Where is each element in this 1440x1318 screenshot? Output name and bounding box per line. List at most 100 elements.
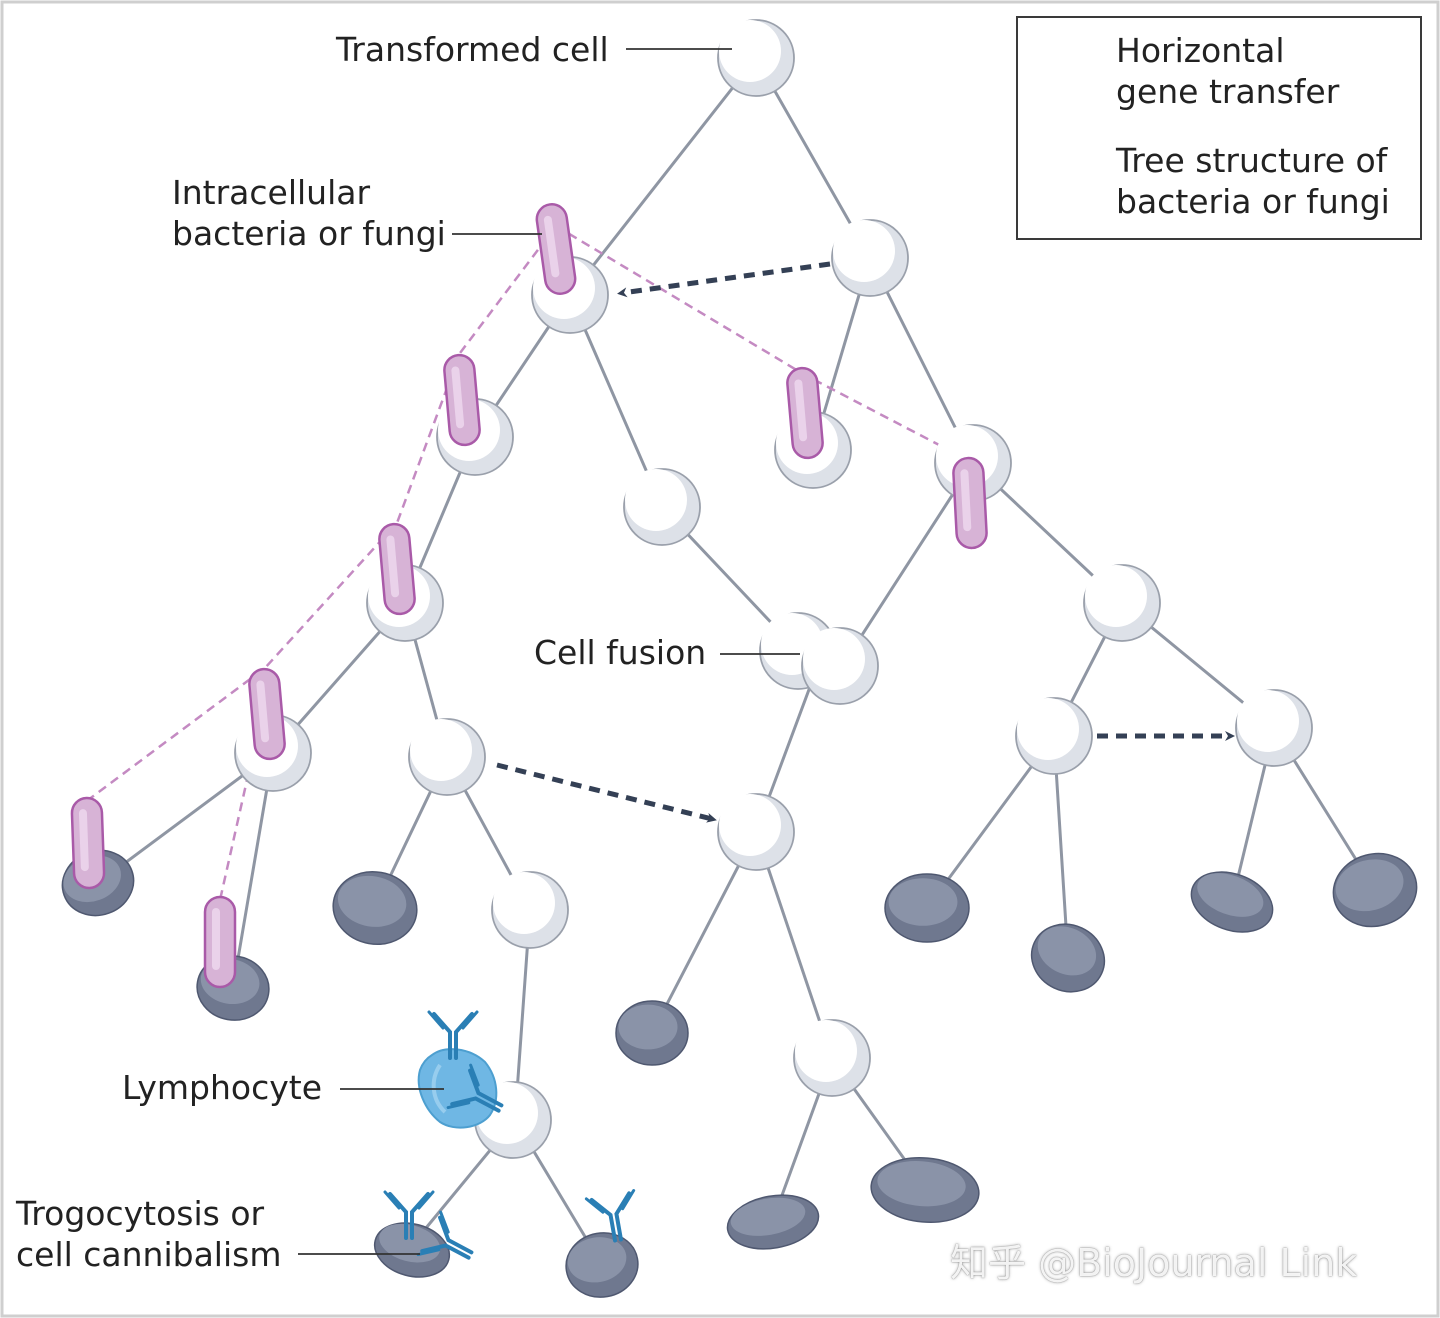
dark-cell-3: [615, 1000, 689, 1066]
label-intracellular-line1: Intracellular: [172, 173, 371, 212]
dark-cell-9: [1030, 923, 1106, 993]
bacterium-shine: [212, 908, 220, 970]
bacterium-shine: [451, 366, 465, 429]
antibody-left-arm: [420, 1243, 471, 1260]
bacterium-7: [203, 895, 237, 989]
dark-cell-top: [730, 1197, 806, 1236]
dark-cell-top: [1037, 926, 1097, 976]
dark-cell-top: [618, 1004, 678, 1050]
cell-14: [1235, 689, 1313, 767]
bacterium-2: [786, 366, 824, 460]
dark-cell-top: [1197, 873, 1264, 917]
cell-16: [491, 871, 569, 949]
antibody-4: [584, 1189, 636, 1243]
dark-terminal-cells: [61, 849, 1418, 1298]
bacterium-shine: [960, 469, 972, 532]
antibody-1: [446, 1063, 504, 1113]
cell-highlight: [833, 220, 895, 282]
antibody-left-arm: [450, 1096, 501, 1113]
label-trogocytosis: Trogocytosis or cell cannibalism: [16, 1193, 281, 1275]
dark-cell-10: [1190, 871, 1274, 933]
label-trogocytosis-line1: Trogocytosis or: [16, 1194, 265, 1233]
watermark: 知乎 @BioJournal Link: [950, 1241, 1358, 1285]
cell-highlight: [410, 719, 472, 781]
antibodies: [383, 1010, 636, 1260]
branch-0: [568, 56, 758, 297]
dark-cell-2: [332, 871, 418, 945]
label-lymphocyte: Lymphocyte: [122, 1068, 322, 1107]
antibody-left-arm: [388, 1192, 408, 1240]
dark-cell-7: [870, 1157, 980, 1223]
label-intracellular: Intracellular bacteria or fungi: [172, 172, 446, 254]
cell-12: [408, 718, 486, 796]
cell-13: [1015, 697, 1093, 775]
dark-cell-5: [565, 1232, 639, 1298]
cell-highlight: [625, 469, 687, 531]
branch-21: [754, 830, 834, 1060]
antibody-left-arm: [432, 1012, 452, 1060]
dark-cell-top: [337, 875, 407, 927]
antibody-left-arm: [589, 1197, 618, 1243]
antibody-right-arm: [468, 1068, 504, 1108]
label-trogocytosis-line2: cell cannibalism: [16, 1235, 282, 1274]
dark-cell-11: [1332, 852, 1418, 928]
cell-highlight: [1017, 698, 1079, 760]
branch-10: [231, 751, 275, 990]
cell-highlight: [719, 794, 781, 856]
antibody-right-arm: [614, 1191, 632, 1242]
bacterium-shine: [543, 215, 560, 278]
bacterium-shine: [78, 809, 89, 872]
cell-10: [801, 627, 879, 705]
bacterium-1: [443, 353, 481, 447]
intracellular-bacteria: [70, 203, 988, 989]
antibody-2: [383, 1190, 435, 1240]
dark-cell-top: [888, 878, 958, 926]
legend-hgt-line1: Horizontal: [1116, 31, 1285, 70]
legend-box: [1016, 16, 1422, 240]
cell-highlight: [803, 628, 865, 690]
legend-hgt-label: Horizontal gene transfer: [1116, 30, 1339, 112]
bacterium-5: [248, 667, 286, 761]
bacterium-shine: [256, 680, 270, 743]
bacteria-tree-structure: [87, 224, 969, 901]
cell-8: [1083, 564, 1161, 642]
dark-cell-top: [567, 1237, 627, 1283]
bacterium-shine: [386, 535, 400, 598]
legend-tree-line2: bacteria or fungi: [1116, 182, 1390, 221]
cell-highlight: [1237, 690, 1299, 752]
dark-cell-top: [1335, 859, 1404, 912]
cell-0: [717, 19, 795, 97]
label-intracellular-line2: bacteria or fungi: [172, 214, 446, 253]
horizontal-gene-transfer-arrows: [496, 261, 1235, 823]
label-leaders: [298, 48, 800, 1255]
antibody-fab: [584, 1189, 636, 1214]
antibody-fab: [446, 1063, 480, 1110]
cell-15: [717, 793, 795, 871]
antibody-fab: [416, 1210, 450, 1257]
cell-highlight: [493, 872, 555, 934]
bacterium-0: [535, 203, 577, 295]
legend-tree-label: Tree structure of bacteria or fungi: [1116, 140, 1390, 222]
label-transformed-cell: Transformed cell: [336, 30, 609, 69]
bacterium-shine: [794, 379, 808, 442]
cell-17: [793, 1019, 871, 1097]
branch-17: [840, 461, 975, 668]
bacteria-tree-left: [87, 225, 557, 802]
legend-hgt-line2: gene transfer: [1116, 72, 1340, 111]
hgt-arrow-0: [617, 261, 831, 298]
antibody-fab: [427, 1010, 479, 1030]
hgt-arrow-1: [496, 762, 717, 823]
dark-cell-6: [726, 1194, 820, 1250]
cell-highlight: [795, 1020, 857, 1082]
bacterium-6: [70, 796, 106, 890]
antibody-fab: [383, 1190, 435, 1210]
bacterium-3: [952, 456, 988, 550]
cell-highlight: [1085, 565, 1147, 627]
dark-cell-top: [877, 1161, 966, 1207]
dark-cell-8: [884, 873, 970, 943]
label-cell-fusion: Cell fusion: [534, 633, 707, 672]
cell-6: [623, 468, 701, 546]
legend-tree-line1: Tree structure of: [1116, 141, 1388, 180]
